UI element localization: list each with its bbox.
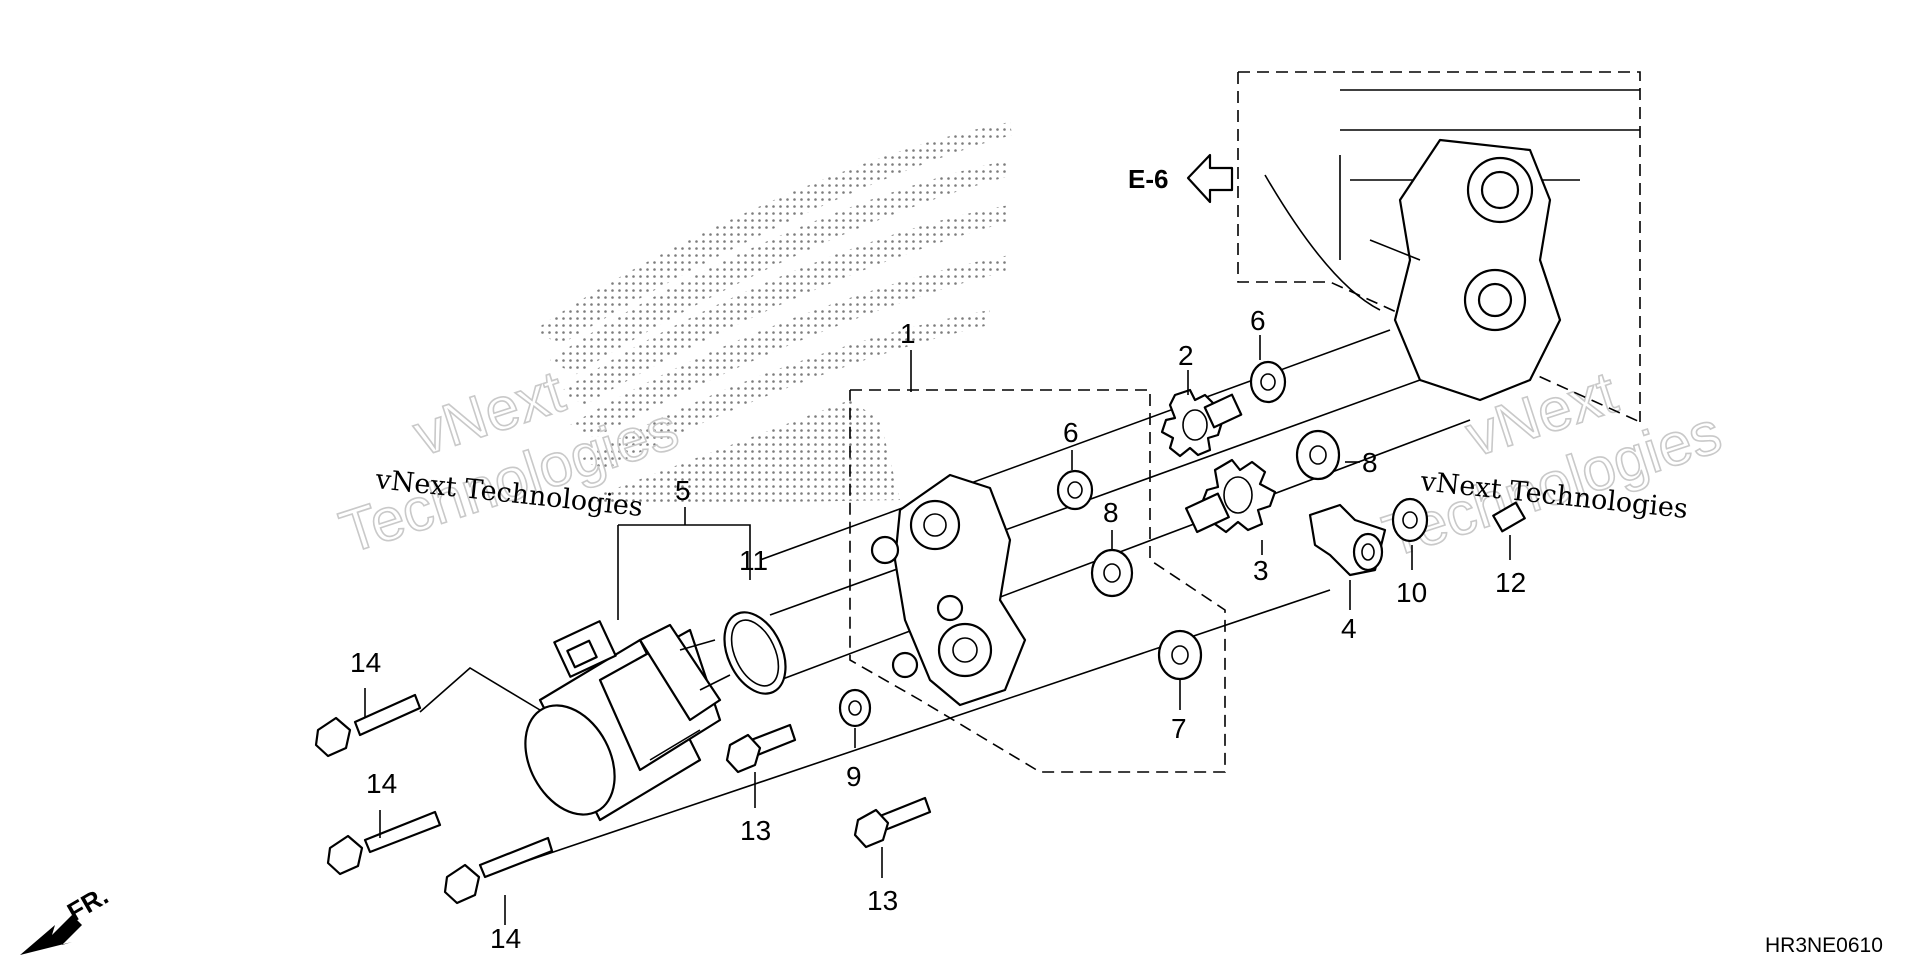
callout-1: 1 bbox=[900, 318, 916, 349]
bearing-6a bbox=[1056, 469, 1094, 511]
callout-2: 2 bbox=[1178, 340, 1194, 371]
callout-4: 4 bbox=[1341, 613, 1357, 644]
callout-14c: 14 bbox=[490, 923, 521, 954]
reference-tag: E-6 bbox=[1128, 164, 1168, 194]
callout-14b: 14 bbox=[366, 768, 397, 799]
bolt-13b bbox=[853, 796, 932, 849]
callout-7: 7 bbox=[1171, 713, 1187, 744]
gear-2 bbox=[1160, 388, 1243, 458]
o-ring bbox=[723, 611, 787, 695]
callout-numbers: 1 2 3 4 5 6 6 7 8 8 9 10 11 12 13 13 14 … bbox=[350, 305, 1526, 954]
callout-3: 3 bbox=[1253, 555, 1269, 586]
axis-lines bbox=[499, 329, 1471, 871]
callout-8a: 8 bbox=[1103, 497, 1119, 528]
callout-9: 9 bbox=[846, 761, 862, 792]
callout-14a: 14 bbox=[350, 647, 381, 678]
callout-11: 11 bbox=[739, 545, 768, 576]
starter-motor bbox=[524, 620, 731, 822]
left-arrow-icon bbox=[1186, 153, 1234, 204]
callout-6b: 6 bbox=[1250, 305, 1266, 336]
callout-13a: 13 bbox=[740, 815, 771, 846]
front-arrow-icon bbox=[20, 915, 82, 955]
bearing-8b bbox=[1295, 429, 1341, 481]
crankcase-reference-box bbox=[1237, 71, 1641, 423]
callout-6a: 6 bbox=[1063, 417, 1079, 448]
front-marker: FR. bbox=[20, 880, 113, 955]
callout-10: 10 bbox=[1396, 577, 1427, 608]
bolt-14a bbox=[314, 693, 422, 758]
bolt-13a bbox=[725, 723, 797, 774]
bolt-14c bbox=[443, 836, 554, 905]
bearing-7 bbox=[1157, 629, 1203, 681]
callout-8b: 8 bbox=[1362, 447, 1378, 478]
bearing-8a bbox=[1090, 548, 1134, 598]
dowel-pin-12 bbox=[1492, 501, 1526, 533]
callout-13b: 13 bbox=[867, 885, 898, 916]
bolt-14b bbox=[326, 810, 442, 876]
bearing-6b bbox=[1249, 360, 1287, 404]
diagram-code: HR3NE0610 bbox=[1765, 934, 1883, 957]
cover-assembly bbox=[870, 473, 1027, 707]
collar-10 bbox=[1391, 497, 1429, 543]
leader-lines bbox=[364, 335, 1511, 925]
reference-arrow-e6: E-6 bbox=[1128, 153, 1234, 204]
washer-9 bbox=[838, 688, 872, 728]
sector-gear-4 bbox=[1308, 503, 1387, 577]
gear-3 bbox=[1184, 458, 1277, 534]
wing-logo-background bbox=[535, 122, 1012, 505]
callout-12: 12 bbox=[1495, 567, 1526, 598]
cover-assembly-box bbox=[849, 389, 1226, 773]
callout-5: 5 bbox=[675, 475, 691, 506]
